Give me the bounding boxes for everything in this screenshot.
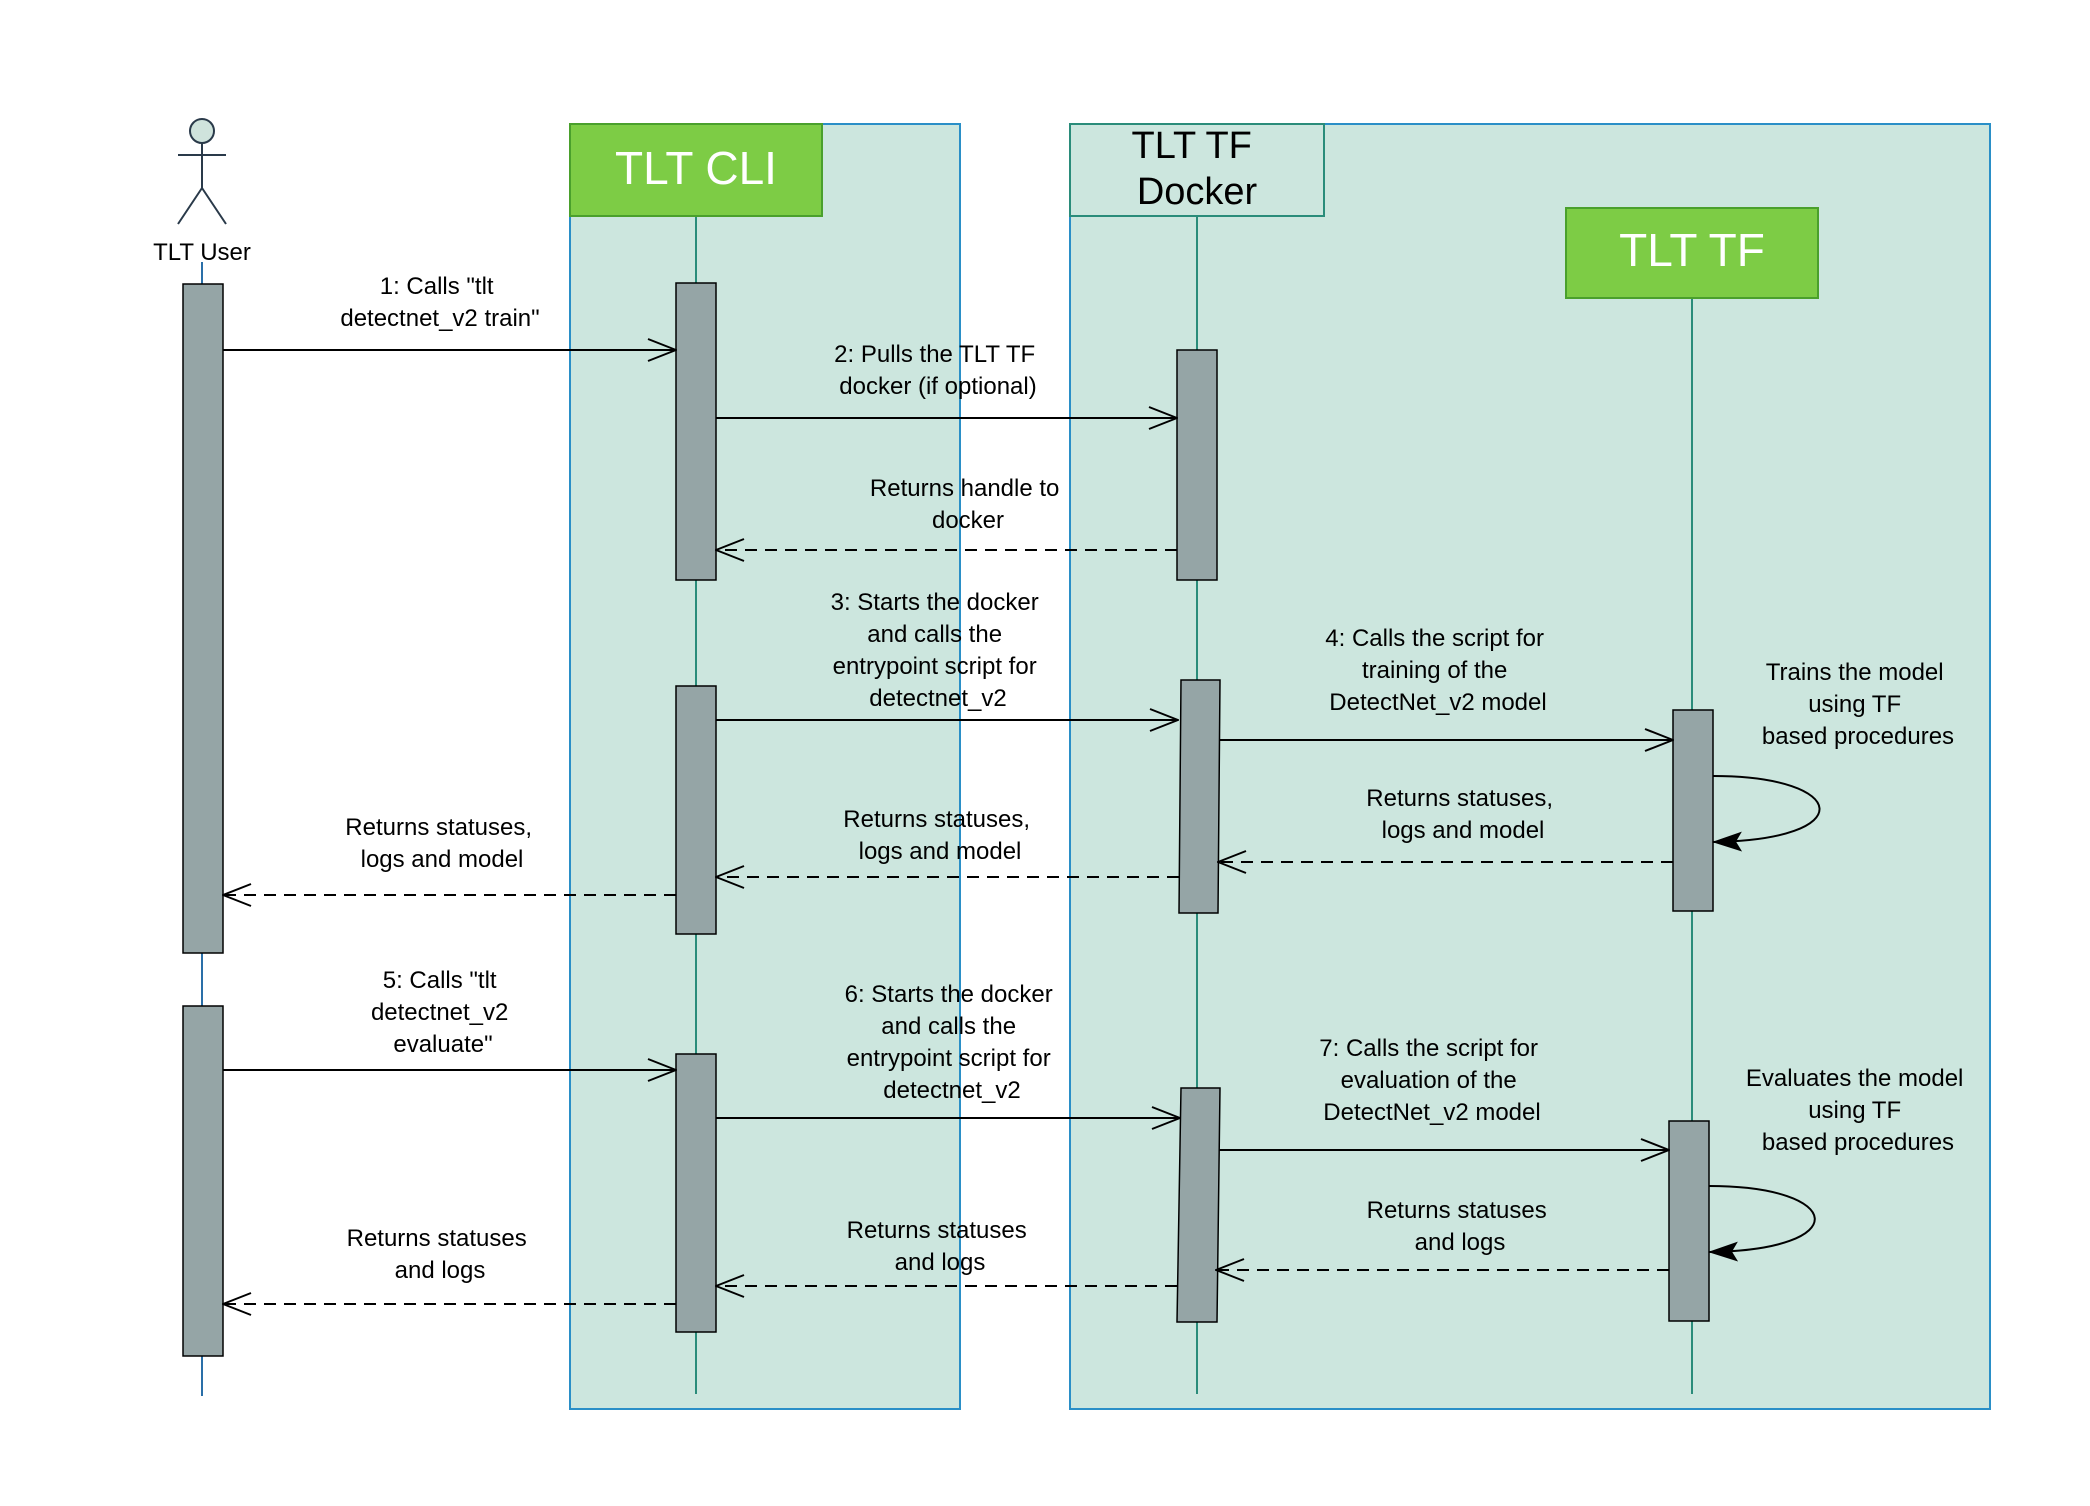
msg-3-label: 3: Starts the docker and calls the entry… [831, 589, 1046, 712]
tf-activation-1 [1672, 709, 1714, 912]
tlt-user-label: TLT User [153, 239, 251, 266]
tlt-tf-header [1565, 207, 1819, 299]
return-1-label: Returns statuses, logs and model [345, 814, 538, 873]
return-7-label: Returns statuses and logs [1367, 1197, 1554, 1256]
docker-activation-2 [1178, 679, 1221, 914]
tlt-tf-header-label: TLT TF [1619, 224, 1765, 276]
self-call-2-label: Evaluates the model using TF based proce… [1746, 1065, 1970, 1156]
tf-activation-2 [1668, 1120, 1710, 1322]
tlt-tf-docker-header [1069, 123, 1325, 217]
msg-2-label: 2: Pulls the TLT TF docker (if optional) [834, 341, 1042, 400]
self-call-1-arrow [1712, 775, 1821, 852]
self-call-1-label: Trains the model using TF based procedur… [1762, 659, 1954, 750]
return-5-label: Returns statuses and logs [347, 1225, 534, 1284]
tlt-cli-header-label: TLT CLI [615, 142, 777, 194]
tlt-cli-header [569, 123, 823, 217]
return-4-label: Returns statuses, logs and model [1366, 785, 1559, 844]
msg-1-label: 1: Calls "tlt detectnet_v2 train" [340, 273, 539, 332]
msg-4-label: 4: Calls the script for training of the … [1325, 625, 1550, 716]
user-activation-2 [182, 1005, 224, 1357]
cli-activation-3 [675, 1053, 717, 1333]
docker-activation-3 [1176, 1087, 1221, 1323]
cli-activation-1 [675, 282, 717, 581]
msg-6-label: 6: Starts the docker and calls the entry… [845, 981, 1060, 1104]
return-3-label: Returns statuses, logs and model [843, 806, 1036, 865]
msg-7-label: 7: Calls the script for evaluation of th… [1319, 1035, 1544, 1126]
docker-activation-1 [1176, 349, 1218, 581]
cli-activation-2 [675, 685, 717, 935]
tlt-tf-docker-header-label: TLT TF Docker [1132, 125, 1263, 213]
msg-5-label: 5: Calls "tlt detectnet_v2 evaluate" [371, 967, 515, 1058]
msg-2-return-label: Returns handle to docker [870, 475, 1066, 534]
tlt-cli-container [569, 123, 961, 1410]
stick-figure-actor-icon [177, 118, 227, 225]
tlt-tf-docker-container [1069, 123, 1991, 1410]
user-activation-1 [182, 283, 224, 954]
return-6-label: Returns statuses and logs [847, 1217, 1034, 1276]
self-call-2-arrow [1708, 1185, 1816, 1262]
